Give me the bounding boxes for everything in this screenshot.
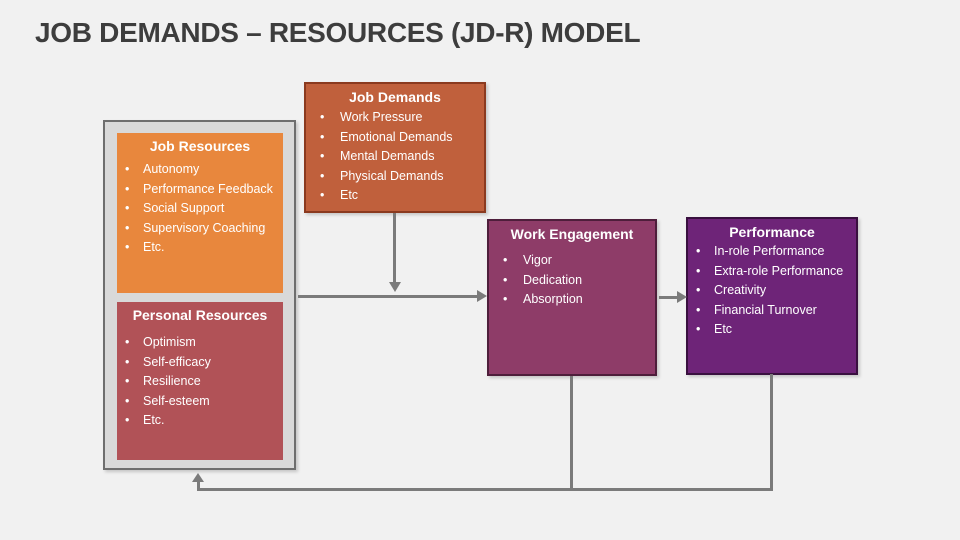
box-performance: Performance In-role Performance Extra-ro… (686, 217, 858, 375)
list-item: Self-efficacy (117, 353, 283, 373)
box-title-performance: Performance (729, 224, 815, 240)
list-item: Etc. (117, 238, 283, 258)
list-item: Absorption (489, 290, 655, 310)
box-title-job-resources: Job Resources (149, 138, 251, 154)
list-item: Etc. (117, 411, 283, 431)
list-item: Performance Feedback (117, 180, 283, 200)
feedback-line-up-stub (197, 481, 200, 489)
list-item: Mental Demands (306, 147, 484, 167)
list-item: Emotional Demands (306, 128, 484, 148)
arrow-resources-to-engagement (298, 295, 477, 298)
list-item: In-role Performance (688, 242, 856, 262)
list-item: Resilience (117, 372, 283, 392)
list-item: Autonomy (117, 160, 283, 180)
box-personal-resources: Personal Resources Optimism Self-efficac… (117, 302, 283, 460)
feedback-line-engagement (570, 376, 573, 490)
box-title-work-engagement: Work Engagement (510, 226, 634, 242)
list-item: Work Pressure (306, 108, 484, 128)
list-item: Vigor (489, 251, 655, 271)
list-item: Physical Demands (306, 167, 484, 187)
list-item: Creativity (688, 281, 856, 301)
arrowhead-down-icon (389, 282, 401, 292)
feedback-line-performance (770, 374, 773, 491)
list-item: Social Support (117, 199, 283, 219)
arrow-job-demands-down (393, 213, 396, 283)
list-item: Optimism (117, 333, 283, 353)
list-item: Extra-role Performance (688, 262, 856, 282)
work-engagement-list: Vigor Dedication Absorption (489, 251, 655, 310)
box-job-demands: Job Demands Work Pressure Emotional Dema… (304, 82, 486, 213)
list-item: Financial Turnover (688, 301, 856, 321)
box-work-engagement: Work Engagement Vigor Dedication Absorpt… (487, 219, 657, 376)
arrow-engagement-to-performance (659, 296, 677, 299)
arrowhead-right-icon (677, 291, 687, 303)
list-item: Dedication (489, 271, 655, 291)
box-title-personal-resources: Personal Resources (132, 307, 268, 323)
box-title-job-demands: Job Demands (349, 89, 441, 105)
job-resources-list: Autonomy Performance Feedback Social Sup… (117, 160, 283, 258)
slide-title: JOB DEMANDS – RESOURCES (JD-R) MODEL (35, 17, 641, 48)
list-item: Etc (306, 186, 484, 206)
arrowhead-up-icon (192, 473, 204, 482)
personal-resources-list: Optimism Self-efficacy Resilience Self-e… (117, 333, 283, 431)
performance-list: In-role Performance Extra-role Performan… (688, 242, 856, 340)
feedback-line-horizontal (197, 488, 773, 491)
list-item: Self-esteem (117, 392, 283, 412)
arrowhead-right-icon (477, 290, 487, 302)
list-item: Etc (688, 320, 856, 340)
list-item: Supervisory Coaching (117, 219, 283, 239)
box-job-resources: Job Resources Autonomy Performance Feedb… (117, 133, 283, 293)
job-demands-list: Work Pressure Emotional Demands Mental D… (306, 108, 484, 206)
